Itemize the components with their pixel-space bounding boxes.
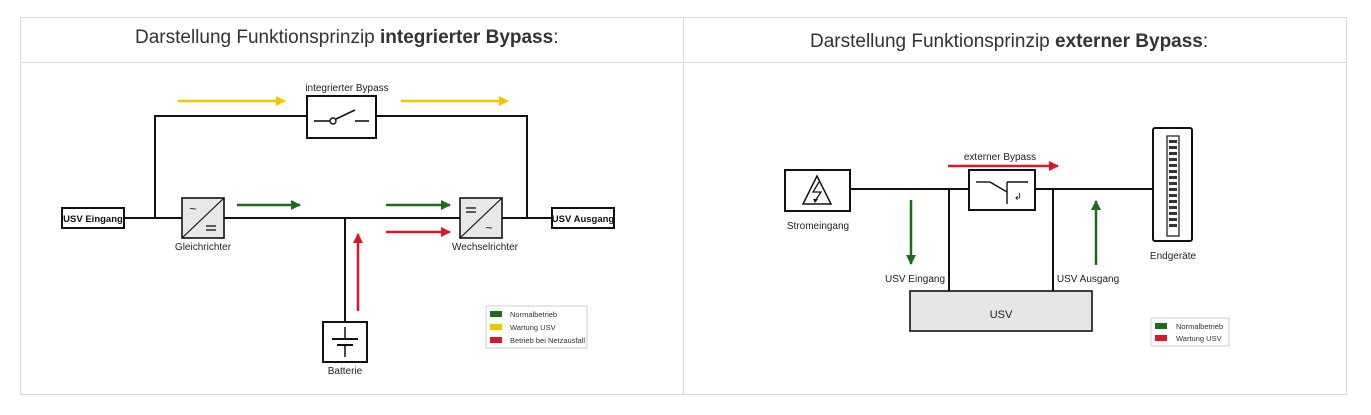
- legend-swatch-maintenance: [1155, 335, 1167, 341]
- right-heading: Darstellung Funktionsprinzip externer By…: [810, 31, 1209, 52]
- svg-text:~: ~: [189, 202, 196, 216]
- right-bypass-switch: ↲: [968, 169, 1036, 211]
- column-divider: [683, 17, 684, 395]
- inverter-label: Wechselrichter: [452, 242, 519, 253]
- legend-swatch-normal: [1155, 323, 1167, 329]
- right-legend: Normalbetrieb Wartung USV: [1150, 317, 1230, 347]
- ups-box: [909, 290, 1093, 332]
- left-output-box: [551, 207, 615, 229]
- right-bypass-label: externer Bypass: [964, 152, 1036, 163]
- header-divider: [20, 62, 1347, 63]
- left-bypass-switch: [306, 95, 377, 139]
- left-legend: Normalbetrieb Wartung USV Betrieb bei Ne…: [485, 305, 588, 349]
- legend-maintenance-label: Wartung USV: [1176, 334, 1222, 343]
- ups-label: USV: [990, 309, 1013, 321]
- svg-text:~: ~: [485, 221, 492, 235]
- left-output-label: USV Ausgang: [552, 214, 615, 225]
- legend-normal-label: Normalbetrieb: [1176, 322, 1223, 331]
- right-diagram: Stromeingang ↲ externer Bypass USV Einga…: [784, 127, 1230, 347]
- end-devices-rack-icon: [1152, 127, 1193, 242]
- legend-swatch-maintenance: [490, 324, 502, 330]
- battery-symbol: [322, 321, 368, 363]
- svg-text:↲: ↲: [1014, 192, 1022, 203]
- rectifier-symbol: ~: [181, 197, 225, 239]
- legend-swatch-normal: [490, 311, 502, 317]
- left-wiring: [124, 115, 552, 322]
- left-bypass-label: integrierter Bypass: [305, 83, 388, 94]
- end-devices-label: Endgeräte: [1150, 251, 1197, 262]
- left-heading: Darstellung Funktionsprinzip integrierte…: [135, 27, 559, 48]
- left-input-box: [61, 207, 125, 229]
- right-output-label: USV Ausgang: [1057, 274, 1119, 285]
- left-input-label: USV Eingang: [63, 214, 123, 225]
- legend-normal-label: Normalbetrieb: [510, 310, 557, 319]
- power-source-label: Stromeingang: [787, 221, 849, 232]
- legend-outage-label: Betrieb bei Netzausfall: [510, 336, 585, 345]
- legend-swatch-outage: [490, 337, 502, 343]
- power-source-symbol: [784, 169, 851, 212]
- right-wiring: [850, 188, 1153, 291]
- left-diagram: integrierter Bypass USV Eingang USV Ausg…: [61, 83, 615, 377]
- inverter-symbol: ~: [459, 197, 503, 239]
- right-input-label: USV Eingang: [885, 274, 945, 285]
- battery-label: Batterie: [328, 366, 363, 377]
- legend-maintenance-label: Wartung USV: [510, 323, 556, 332]
- rectifier-label: Gleichrichter: [175, 242, 232, 253]
